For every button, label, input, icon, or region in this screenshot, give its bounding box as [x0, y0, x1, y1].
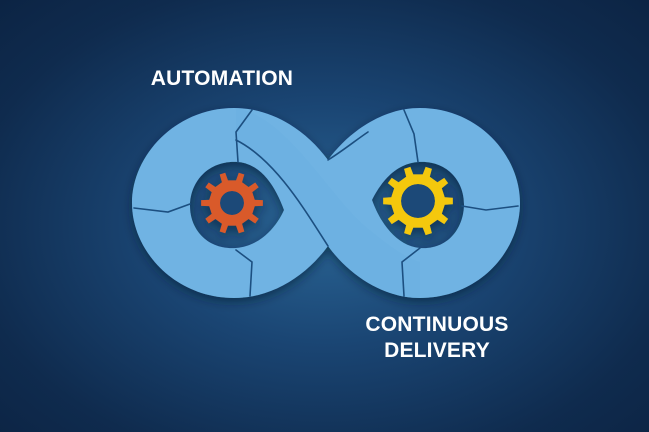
seam-right-top [403, 109, 419, 163]
gear-icon [201, 172, 263, 234]
seam-cross-upper [327, 131, 369, 161]
gear-hub [220, 191, 244, 215]
continuous-text: CONTINUOUS [365, 313, 509, 336]
seam-right-bottom [401, 247, 421, 297]
continuous-delivery-label: CONTINUOUS DELIVERY [356, 312, 518, 364]
automation-text: AUTOMATION [150, 67, 294, 90]
automation-label: AUTOMATION [140, 66, 304, 92]
gear-icon [383, 166, 453, 236]
gear-hub [401, 184, 435, 218]
seam-cross [235, 139, 329, 247]
seam-left-bottom [235, 249, 253, 297]
gear-hub-ring [399, 182, 437, 220]
seam-right-mid [461, 205, 519, 211]
seam-left-mid [133, 203, 191, 213]
segment-seams [133, 109, 519, 297]
gear-hub-ring [218, 189, 246, 217]
infinity-loop [132, 108, 520, 298]
seam-left-top [235, 109, 253, 163]
crossing-strip [236, 108, 420, 298]
delivery-text: DELIVERY [384, 339, 490, 362]
